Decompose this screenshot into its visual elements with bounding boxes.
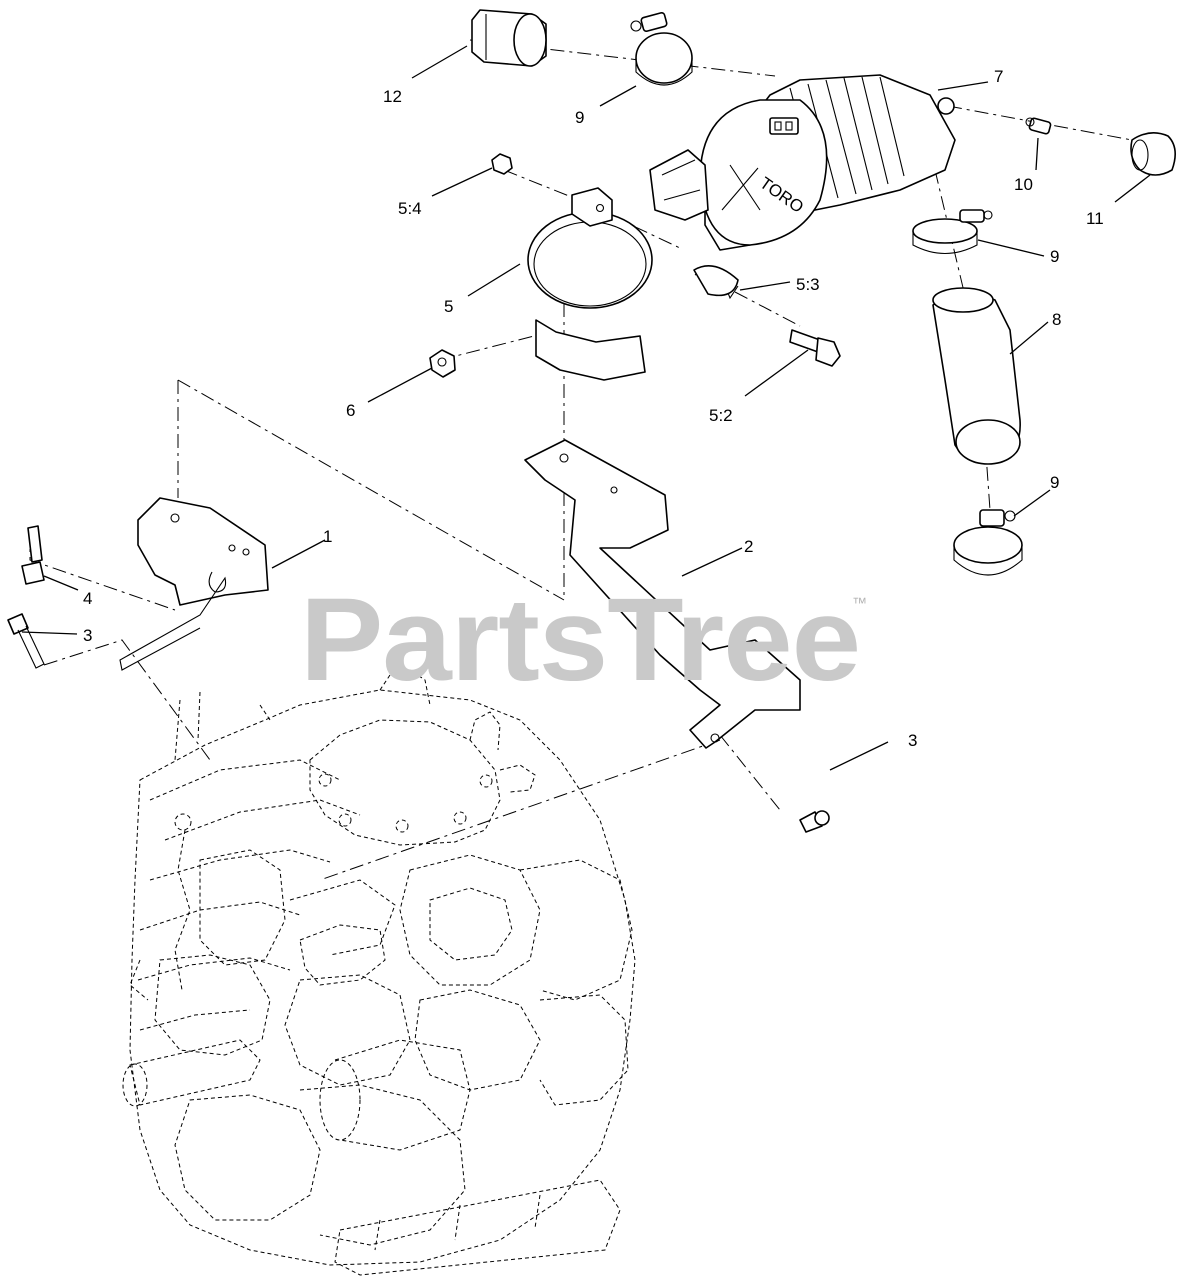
callout-5: 5 [444,297,453,316]
part-5-mount-band [527,187,653,381]
part-9-clamp-top [630,12,693,86]
callout-6: 6 [346,401,355,420]
watermark: PartsTree ™ [300,574,867,706]
part-9-clamp-middle [912,209,993,254]
part-6-nut [429,349,456,378]
callout-7: 7 [994,67,1003,86]
callout-labels: 12 9 7 10 11 9 8 9 5:4 5 5:3 5:2 6 1 2 4… [83,67,1104,750]
part-3-bolt-left [7,613,45,669]
watermark-brand: PartsTree [300,574,860,706]
callout-5-2: 5:2 [709,406,733,425]
part-2-bracket [524,439,801,749]
part-11-valve-cap [1130,132,1176,176]
engine-ghost [122,669,636,1276]
part-8-hose [932,287,1021,465]
callout-11: 11 [1086,209,1104,228]
callout-3-left: 3 [83,626,92,645]
callout-12: 12 [383,87,402,106]
part-1-bracket [119,497,269,671]
part-4-bolt [21,525,45,585]
callout-9-top: 9 [575,108,584,127]
part-10-fitting [1025,117,1052,135]
callout-9-bottom: 9 [1050,473,1059,492]
part-5-4-nut [491,153,513,175]
part-9-clamp-bottom [953,509,1023,576]
callout-2: 2 [744,537,753,556]
callout-8: 8 [1052,310,1061,329]
part-12-sleeve [471,9,547,67]
callout-1: 1 [323,527,332,546]
callout-5-3: 5:3 [796,275,820,294]
leader-lines [21,45,1151,771]
watermark-trademark: ™ [852,595,867,612]
callout-10: 10 [1014,175,1033,194]
callout-9-middle: 9 [1050,247,1059,266]
part-3-bolt-right [799,810,830,833]
part-7-air-cleaner: TORO [649,74,956,251]
callout-3-right: 3 [908,731,917,750]
callout-4: 4 [83,589,92,608]
callout-5-4: 5:4 [398,199,422,218]
part-5-2-bolt [789,329,841,367]
part-5-3-spring [693,264,739,300]
